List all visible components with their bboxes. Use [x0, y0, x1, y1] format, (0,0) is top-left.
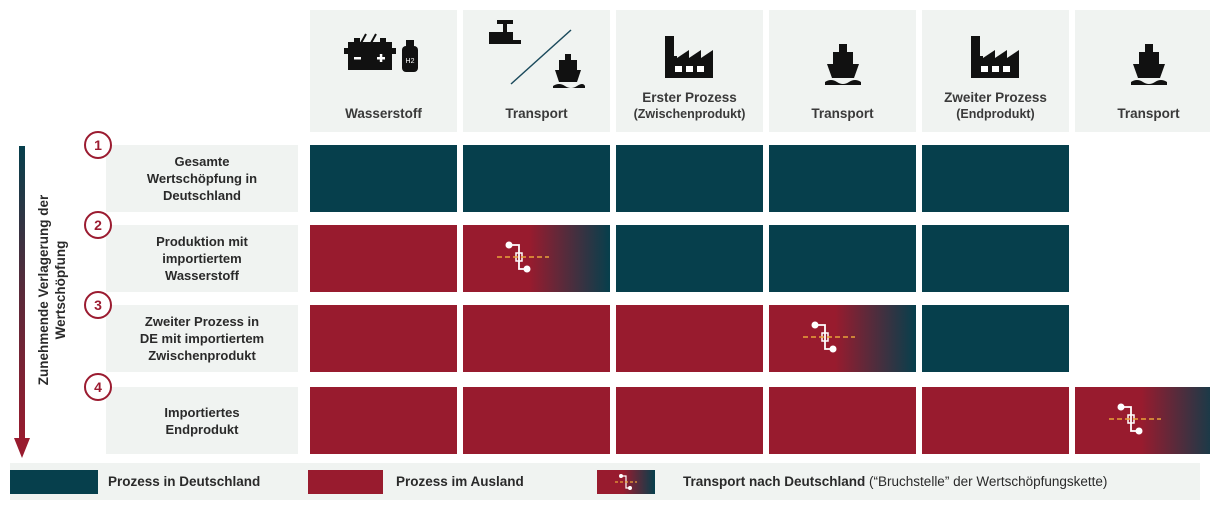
legend-label-deutschland: Prozess in Deutschland — [108, 474, 261, 489]
break-point-icon — [803, 321, 855, 353]
row-number-badge: 2 — [84, 211, 112, 239]
cell-ausland — [310, 305, 457, 372]
column-label: Erster Prozess — [642, 90, 737, 105]
column-header-1: H2 Wasserstoff — [310, 10, 457, 132]
cell-ausland — [310, 225, 457, 292]
column-header-6: Transport — [1075, 10, 1210, 132]
axis-label-line2: Wertschöpfung — [53, 240, 68, 340]
cell-deutschland — [616, 145, 763, 212]
row-label-line: Wasserstoff — [165, 268, 239, 283]
break-point-icon — [497, 241, 549, 273]
column-sublabel: (Zwischenprodukt) — [633, 107, 746, 121]
row-number-badge: 4 — [84, 373, 112, 401]
cell-transport-break — [1075, 387, 1210, 454]
cell-deutschland — [310, 145, 457, 212]
cell-ausland — [463, 305, 610, 372]
row-label-line: Wertschöpfung in — [146, 171, 258, 186]
break-point-icon — [615, 474, 637, 490]
legend: Prozess in Deutschland Prozess im Auslan… — [10, 463, 1200, 500]
row-label-line: importiertem — [162, 251, 242, 266]
svg-text:H2: H2 — [406, 58, 415, 65]
cell-deutschland — [769, 225, 916, 292]
legend-label-transport: Transport nach Deutschland (“Bruchstelle… — [683, 474, 1108, 489]
cell-deutschland — [616, 225, 763, 292]
row-label-line: Importiertes — [164, 404, 240, 420]
axis-label-line1: Zunehmende Verlagerung der — [36, 194, 51, 386]
column-header-3: Erster Prozess (Zwischenprodukt) — [616, 10, 763, 132]
row-label-line: Zwischenprodukt — [148, 348, 256, 363]
cell-ausland — [616, 305, 763, 372]
cell-deutschland — [922, 225, 1069, 292]
row-label-line: Zweiter Prozess in — [144, 314, 260, 329]
cell-deutschland — [922, 145, 1069, 212]
cell-deutschland — [463, 145, 610, 212]
legend-swatch-deutschland — [10, 470, 98, 494]
column-label: Zweiter Prozess — [944, 90, 1047, 105]
row-number-badge: 1 — [84, 131, 112, 159]
cell-transport-break — [769, 305, 916, 372]
cell-ausland — [463, 387, 610, 454]
column-label: Transport — [505, 106, 568, 121]
break-point-icon — [1109, 403, 1161, 435]
column-sublabel: (Endprodukt) — [956, 107, 1035, 121]
row-label-line: Produktion mit — [156, 234, 248, 249]
column-header-2: Transport — [463, 10, 610, 132]
row-label-line: DE mit importiertem — [139, 331, 265, 346]
legend-label-ausland: Prozess im Ausland — [396, 474, 524, 489]
cell-transport-break — [463, 225, 610, 292]
cell-deutschland — [769, 145, 916, 212]
cell-ausland — [616, 387, 763, 454]
legend-swatch-ausland — [308, 470, 383, 494]
row-label-line: Deutschland — [162, 188, 241, 203]
legend-swatch-transport — [597, 470, 655, 494]
row-number-badge: 3 — [84, 291, 112, 319]
row-label-line: Endprodukt — [165, 421, 239, 437]
cell-ausland — [769, 387, 916, 454]
row-label-line: Gesamte — [174, 154, 230, 169]
column-label: Transport — [811, 106, 874, 121]
column-label: Transport — [1117, 106, 1180, 121]
column-header-5: Zweiter Prozess (Endprodukt) — [922, 10, 1069, 132]
column-header-4: Transport — [769, 10, 916, 132]
cell-ausland — [922, 387, 1069, 454]
cell-ausland — [310, 387, 457, 454]
column-label: Wasserstoff — [345, 106, 422, 121]
cell-deutschland — [922, 305, 1069, 372]
shift-arrow — [14, 146, 30, 458]
